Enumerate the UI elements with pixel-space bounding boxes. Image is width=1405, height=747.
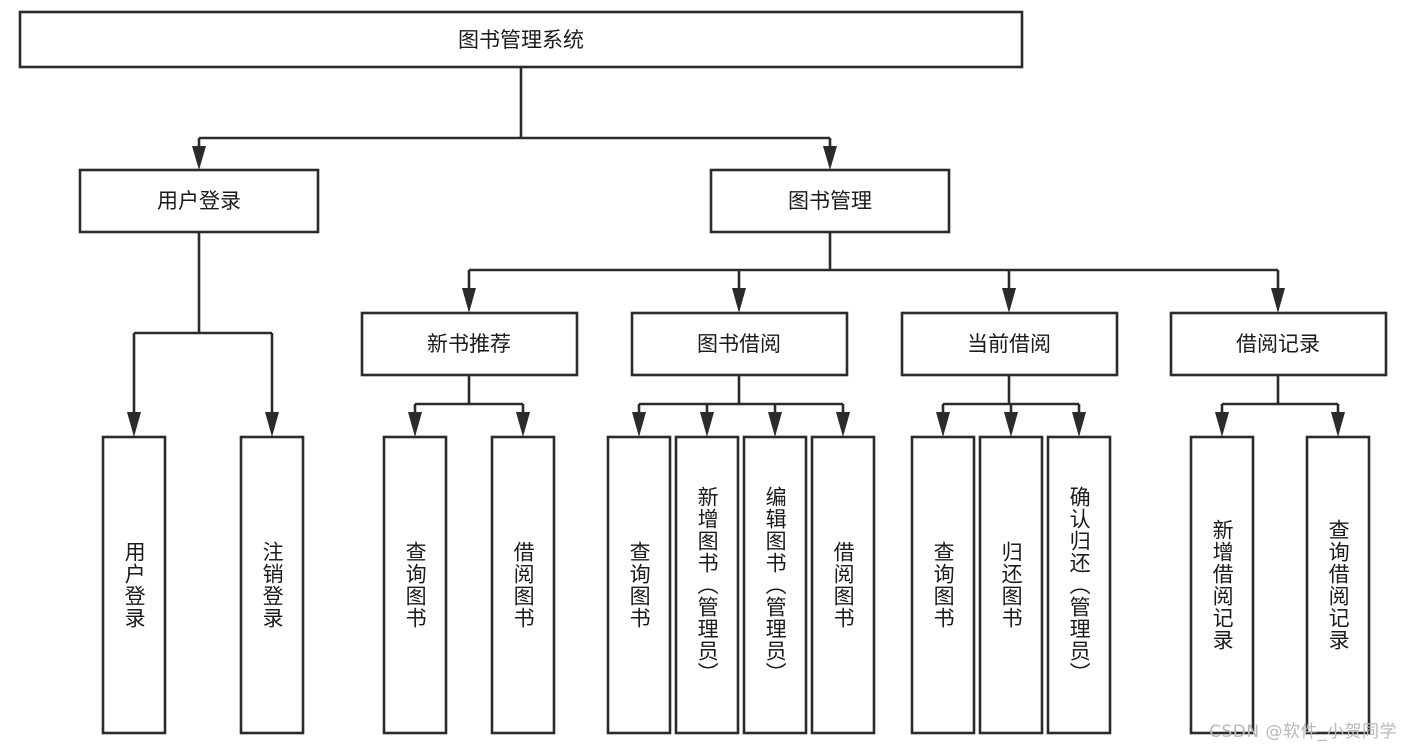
- node-book-borrow-box[interactable]: [630, 311, 849, 377]
- node-book-borrow[interactable]: 图书借阅: [630, 311, 849, 377]
- arrow-head-icon: [1002, 288, 1016, 313]
- leaf-label-holder: 归还图书: [999, 541, 1024, 629]
- leaf-box[interactable]: [101, 435, 167, 735]
- leaf-label-holder: 新增借阅记录: [1210, 519, 1235, 651]
- leaf-label: 新增图书（管理员）: [695, 486, 720, 684]
- leaf-node[interactable]: 确认归还（管理员）: [1046, 435, 1112, 735]
- node-user-login-box[interactable]: [78, 168, 320, 234]
- watermark-text: CSDN @软件_小贺同学: [1209, 722, 1397, 742]
- arrow-head-icon: [408, 412, 422, 437]
- leaf-node[interactable]: 查询图书: [382, 435, 448, 735]
- leaf-node[interactable]: 查询借阅记录: [1305, 435, 1371, 735]
- leaf-node[interactable]: 查询图书: [606, 435, 672, 735]
- leaf-box[interactable]: [674, 435, 740, 735]
- node-current-borrow-box[interactable]: [900, 311, 1119, 377]
- leaf-label: 新增借阅记录: [1210, 519, 1235, 651]
- leaf-label: 编辑图书（管理员）: [763, 486, 788, 684]
- leaf-label: 归还图书: [999, 541, 1024, 629]
- leaf-label-holder: 查询图书: [627, 541, 652, 629]
- leaf-label-holder: 注销登录: [260, 541, 285, 629]
- leaf-label: 查询图书: [627, 541, 652, 629]
- node-user-login[interactable]: 用户登录: [78, 168, 320, 234]
- leaf-box[interactable]: [382, 435, 448, 735]
- leaf-node[interactable]: 用户登录: [101, 435, 167, 735]
- leaf-box[interactable]: [1046, 435, 1112, 735]
- arrow-head-icon: [836, 412, 850, 437]
- leaf-node[interactable]: 查询图书: [910, 435, 976, 735]
- leaf-box[interactable]: [239, 435, 305, 735]
- leaf-label-holder: 新增图书（管理员）: [695, 486, 720, 684]
- arrow-head-icon: [700, 412, 714, 437]
- leaf-label-holder: 确认归还（管理员）: [1067, 486, 1092, 684]
- leaf-box[interactable]: [978, 435, 1044, 735]
- arrow-head-icon: [1271, 288, 1285, 313]
- leaf-node[interactable]: 新增借阅记录: [1189, 435, 1255, 735]
- leaf-label: 借阅图书: [831, 541, 856, 629]
- node-book-management[interactable]: 图书管理: [709, 168, 951, 234]
- leaf-label: 借阅图书: [511, 541, 536, 629]
- leaf-label: 确认归还（管理员）: [1067, 486, 1092, 684]
- arrow-head-icon: [1004, 412, 1018, 437]
- arrow-head-icon: [127, 412, 141, 437]
- leaf-label-holder: 查询借阅记录: [1326, 519, 1351, 651]
- arrow-head-icon: [632, 412, 646, 437]
- leaf-label-holder: 查询图书: [931, 541, 956, 629]
- leaf-node[interactable]: 编辑图书（管理员）: [742, 435, 808, 735]
- arrow-head-icon: [1072, 412, 1086, 437]
- arrow-head-icon: [265, 412, 279, 437]
- leaf-label: 用户登录: [122, 541, 147, 629]
- leaf-box[interactable]: [490, 435, 556, 735]
- leaf-label-holder: 借阅图书: [831, 541, 856, 629]
- arrow-head-icon: [936, 412, 950, 437]
- leaf-label-holder: 查询图书: [403, 541, 428, 629]
- leaf-box[interactable]: [606, 435, 672, 735]
- node-current-borrow-label: 当前借阅: [967, 332, 1051, 356]
- leaf-label: 注销登录: [260, 541, 285, 629]
- node-book-borrow-label: 图书借阅: [697, 332, 781, 356]
- leaf-box[interactable]: [1305, 435, 1371, 735]
- arrow-head-icon: [823, 146, 837, 170]
- arrow-head-icon: [192, 146, 206, 170]
- leaf-label-holder: 编辑图书（管理员）: [763, 486, 788, 684]
- node-root-box[interactable]: [18, 10, 1024, 69]
- arrow-head-icon: [462, 288, 476, 313]
- leaf-node[interactable]: 借阅图书: [810, 435, 876, 735]
- leaf-box[interactable]: [810, 435, 876, 735]
- node-current-borrow[interactable]: 当前借阅: [900, 311, 1119, 377]
- node-borrow-record-label: 借阅记录: [1236, 332, 1320, 356]
- leaf-label-holder: 用户登录: [122, 541, 147, 629]
- node-new-book-recommend[interactable]: 新书推荐: [360, 311, 579, 377]
- node-borrow-record-box[interactable]: [1169, 311, 1388, 377]
- node-user-login-label: 用户登录: [157, 189, 241, 213]
- leaf-box[interactable]: [742, 435, 808, 735]
- leaf-node[interactable]: 新增图书（管理员）: [674, 435, 740, 735]
- leaf-label: 查询图书: [403, 541, 428, 629]
- node-new-book-recommend-box[interactable]: [360, 311, 579, 377]
- leaf-box[interactable]: [910, 435, 976, 735]
- leaf-label: 查询借阅记录: [1326, 519, 1351, 651]
- leaf-node[interactable]: 注销登录: [239, 435, 305, 735]
- node-book-management-label: 图书管理: [788, 189, 872, 213]
- node-borrow-record[interactable]: 借阅记录: [1169, 311, 1388, 377]
- arrow-head-icon: [768, 412, 782, 437]
- leaf-label: 查询图书: [931, 541, 956, 629]
- arrow-head-icon: [732, 288, 746, 313]
- leaf-box[interactable]: [1189, 435, 1255, 735]
- node-book-management-box[interactable]: [709, 168, 951, 234]
- node-new-book-recommend-label: 新书推荐: [427, 332, 511, 356]
- leaf-label-holder: 借阅图书: [511, 541, 536, 629]
- node-root[interactable]: 图书管理系统: [18, 10, 1024, 69]
- arrow-head-icon: [1331, 412, 1345, 437]
- leaf-node[interactable]: 借阅图书: [490, 435, 556, 735]
- arrow-head-icon: [516, 412, 530, 437]
- arrow-head-icon: [1215, 412, 1229, 437]
- leaf-node[interactable]: 归还图书: [978, 435, 1044, 735]
- node-root-label: 图书管理系统: [458, 28, 584, 52]
- connector-layer: [127, 67, 1345, 437]
